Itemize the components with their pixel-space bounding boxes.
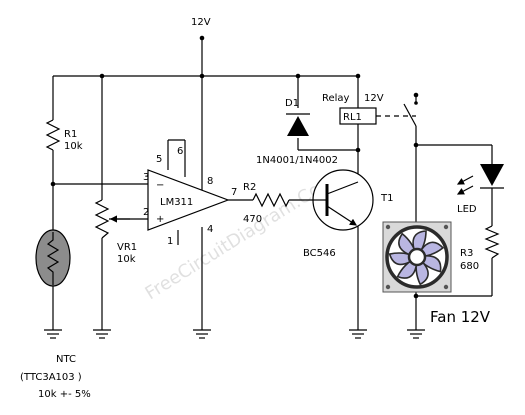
resistor-r3	[484, 225, 500, 259]
vr1-name: VR1	[117, 242, 137, 253]
ic-pin-8: 8	[207, 176, 213, 187]
ground-ic	[193, 329, 211, 339]
ntc-part: (TTC3A103 )	[20, 372, 82, 383]
ic-plus-sign: +	[156, 214, 164, 225]
ic-pin-6: 6	[177, 146, 183, 157]
resistor-r1	[45, 119, 61, 151]
d1-part: 1N4001/1N4002	[256, 155, 338, 166]
led	[456, 164, 504, 195]
ground-fan	[407, 329, 425, 339]
r1-name: R1	[64, 129, 77, 140]
resistor-r2	[252, 192, 290, 208]
ic-name: LM311	[160, 197, 193, 208]
t1-name: T1	[380, 193, 393, 204]
t1-part: BC546	[303, 248, 336, 259]
fan-label: Fan 12V	[430, 308, 491, 326]
ic-pin-1: 1	[167, 236, 173, 247]
ground-transistor	[349, 329, 367, 339]
relay-name: RL1	[343, 112, 362, 123]
junctions	[50, 35, 419, 299]
supply-label: 12V	[191, 17, 211, 28]
r2-name: R2	[243, 182, 256, 193]
relay-label: Relay	[322, 93, 350, 104]
ntc-thermistor	[35, 229, 71, 287]
r3-name: R3	[460, 248, 473, 259]
ic-pin-5: 5	[156, 154, 162, 165]
transistor-t1	[312, 169, 374, 231]
fan-icon	[382, 221, 452, 293]
ic-minus-sign: −	[156, 180, 164, 191]
ntc-tolerance: 10k +- 5%	[38, 389, 91, 400]
relay-coil	[339, 107, 377, 125]
ground-ntc	[44, 329, 62, 339]
ic-pin-3: 3	[143, 172, 149, 183]
led-name: LED	[457, 204, 477, 215]
r1-value: 10k	[64, 141, 83, 152]
relay-contact-switch	[403, 101, 418, 127]
ic-pin-2: 2	[143, 207, 149, 218]
diode-d1	[286, 113, 310, 136]
ground-vr1	[93, 329, 111, 339]
ntc-name: NTC	[56, 354, 76, 365]
relay-voltage: 12V	[364, 93, 384, 104]
ground-symbols	[44, 329, 425, 339]
vr1-value: 10k	[117, 254, 136, 265]
potentiometer-vr1	[94, 199, 130, 239]
r3-value: 680	[460, 261, 479, 272]
r2-value: 470	[243, 214, 262, 225]
comparator-lm311	[147, 169, 230, 231]
ic-pin-7: 7	[231, 187, 237, 198]
d1-name: D1	[285, 98, 299, 109]
ic-pin-4: 4	[207, 224, 213, 235]
